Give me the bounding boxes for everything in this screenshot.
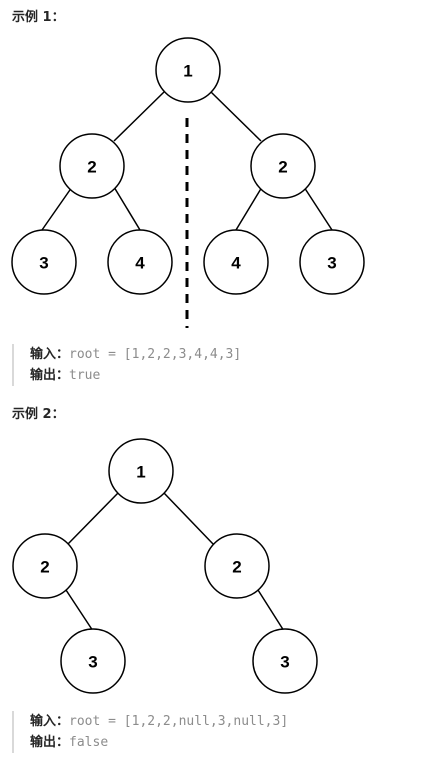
node-label: 1	[136, 463, 145, 482]
example-1-tree-diagram: 1 2 2 3 4 4 3	[11, 37, 365, 328]
input-value: root = [1,2,2,3,4,4,3]	[69, 347, 242, 362]
node-label: 2	[278, 158, 287, 177]
edge-2-3-left	[65, 589, 94, 632]
output-row: 输出：false	[30, 732, 432, 753]
node-root	[108, 438, 174, 504]
node-right-child	[250, 133, 316, 199]
input-value: root = [1,2,2,null,3,null,3]	[69, 714, 289, 729]
example-1-heading: 示例 1：	[12, 10, 65, 25]
input-row: 输入：root = [1,2,2,3,4,4,3]	[30, 344, 432, 365]
node-label: 1	[183, 62, 192, 81]
edge-1-2-right	[210, 91, 262, 142]
node-right-right	[299, 229, 365, 295]
output-label: 输出：	[30, 735, 70, 750]
edge-2-3-right	[303, 186, 333, 231]
edge-2-3-left	[41, 186, 73, 231]
input-label: 输入：	[30, 714, 70, 729]
node-right-left	[203, 229, 269, 295]
output-label: 输出：	[30, 368, 70, 383]
node-label: 3	[280, 653, 289, 672]
node-label: 3	[327, 254, 336, 273]
node-label: 4	[231, 254, 241, 273]
node-label: 4	[135, 254, 145, 273]
edge-2-3-right	[257, 589, 285, 632]
node-root	[155, 37, 221, 103]
output-row: 输出：true	[30, 365, 432, 386]
node-label: 2	[40, 558, 49, 577]
edge-1-2-left	[113, 91, 165, 142]
node-right-child	[204, 533, 270, 599]
node-left-left	[11, 229, 77, 295]
node-label: 2	[87, 158, 96, 177]
node-left-child	[59, 133, 125, 199]
node-label: 2	[232, 558, 241, 577]
input-label: 输入：	[30, 347, 70, 362]
edge-1-2-right	[163, 492, 215, 546]
edge-2-4-right	[235, 186, 263, 231]
node-label: 3	[39, 254, 48, 273]
example-2-tree-diagram: 1 2 2 3 3	[12, 438, 318, 694]
edge-1-2-left	[66, 492, 119, 546]
example-2-heading: 示例 2：	[12, 407, 65, 422]
edge-2-4-left	[113, 186, 141, 231]
node-left-right	[107, 229, 173, 295]
example-1-io-block: 输入：root = [1,2,2,3,4,4,3] 输出：true	[12, 344, 432, 386]
input-row: 输入：root = [1,2,2,null,3,null,3]	[30, 711, 432, 732]
node-right-right	[252, 628, 318, 694]
output-value: true	[69, 368, 101, 383]
example-2-io-block: 输入：root = [1,2,2,null,3,null,3] 输出：false	[12, 711, 432, 753]
node-left-child	[12, 533, 78, 599]
node-label: 3	[88, 653, 97, 672]
output-value: false	[69, 735, 109, 750]
node-left-right	[60, 628, 126, 694]
